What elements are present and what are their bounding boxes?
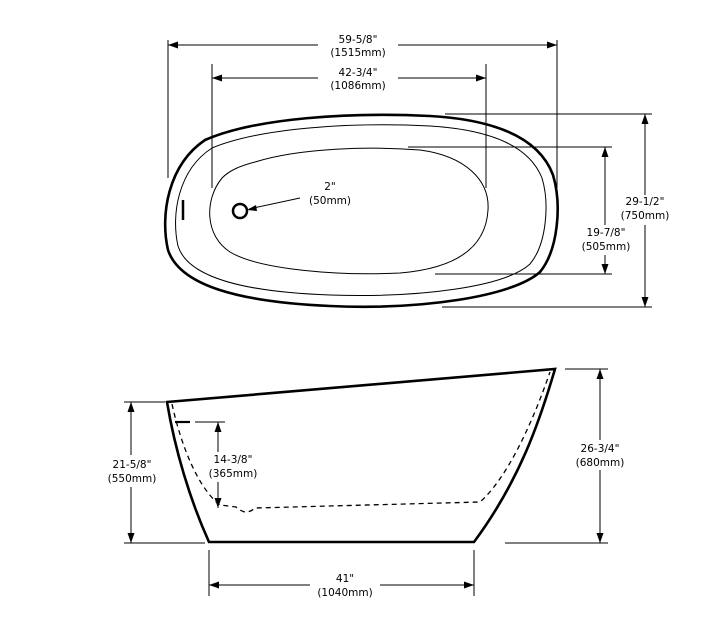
top-view-rim-line <box>175 124 547 296</box>
water-depth-metric: (365mm) <box>209 468 258 480</box>
overall-length-metric: (1515mm) <box>330 47 385 59</box>
dimension-base-length: 41" (1040mm) <box>208 550 475 602</box>
drain-diameter-imperial: 2" <box>324 181 336 193</box>
top-view-basin <box>209 147 489 275</box>
overall-width-imperial: 29-1/2" <box>626 196 665 208</box>
interior-width-metric: (505mm) <box>582 241 631 253</box>
overall-length-imperial: 59-5/8" <box>339 34 378 46</box>
dimension-rim-height-high: 26-3/4" (680mm) <box>505 368 628 544</box>
interior-length-metric: (1086mm) <box>330 80 385 92</box>
rim-height-low-imperial: 21-5/8" <box>113 459 152 471</box>
overall-width-metric: (750mm) <box>621 210 670 222</box>
interior-length-imperial: 42-3/4" <box>339 67 378 79</box>
water-depth-imperial: 14-3/8" <box>214 454 253 466</box>
base-length-imperial: 41" <box>336 573 354 585</box>
rim-height-high-imperial: 26-3/4" <box>581 443 620 455</box>
dimension-water-depth: 14-3/8" (365mm) <box>195 421 258 508</box>
side-view: 21-5/8" (550mm) 14-3/8" (365mm) 26-3/4" … <box>104 367 628 602</box>
dimension-interior-length: 42-3/4" (1086mm) <box>211 64 487 188</box>
rim-height-high-metric: (680mm) <box>576 457 625 469</box>
top-view-outer-outline <box>163 113 559 309</box>
dimension-rim-height-low: 21-5/8" (550mm) <box>104 401 205 544</box>
dimension-overall-length: 59-5/8" (1515mm) <box>167 33 558 188</box>
dimension-drain: 2" (50mm) <box>247 181 351 211</box>
side-view-interior-dashed <box>171 371 551 513</box>
rim-height-low-metric: (550mm) <box>108 473 157 485</box>
base-length-metric: (1040mm) <box>317 587 372 599</box>
dimension-overall-width: 29-1/2" (750mm) <box>442 113 672 308</box>
side-view-outline <box>165 367 557 544</box>
drain-diameter-metric: (50mm) <box>309 195 351 207</box>
top-view: 59-5/8" (1515mm) 42-3/4" (1086mm) 2" (50… <box>163 33 672 309</box>
drain-icon <box>231 202 249 220</box>
interior-width-imperial: 19-7/8" <box>587 227 626 239</box>
dimension-interior-width: 19-7/8" (505mm) <box>408 146 632 275</box>
